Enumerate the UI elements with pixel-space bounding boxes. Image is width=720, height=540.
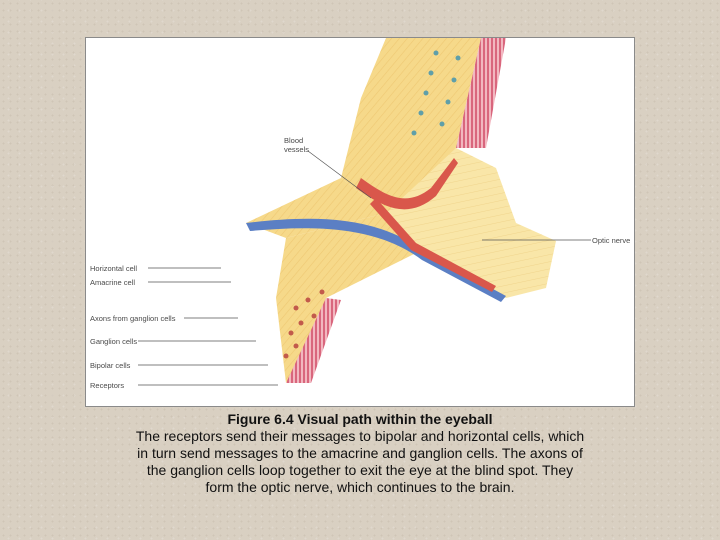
vessel-blue — [246, 218, 506, 302]
label-receptors: Receptors — [90, 381, 124, 390]
caption-title: Figure 6.4 Visual path within the eyebal… — [227, 411, 493, 427]
figure-caption: Figure 6.4 Visual path within the eyebal… — [80, 411, 640, 496]
label-optic-nerve: Optic nerve — [592, 236, 630, 245]
receptor-band-lower — [286, 298, 341, 383]
label-blood-vessels-line2: vessels — [284, 145, 309, 154]
cell-layer-upper — [411, 50, 461, 136]
label-axons-from-ganglion-cells: Axons from ganglion cells — [90, 314, 176, 323]
label-horizontal-cell: Horizontal cell — [90, 264, 137, 273]
label-ganglion-cells: Ganglion cells — [90, 337, 137, 346]
cell-layer-lower — [283, 289, 325, 359]
optic-nerve-shape — [386, 148, 556, 298]
label-bipolar-cells: Bipolar cells — [90, 361, 131, 370]
caption-line: the ganglion cells loop together to exit… — [146, 462, 574, 478]
label-amacrine-cell: Amacrine cell — [90, 278, 135, 287]
label-blood-vessels-line1: Blood — [284, 136, 303, 145]
receptor-band-upper — [456, 38, 506, 148]
figure-panel: Blood vessels Optic nerve Horizontal cel… — [85, 37, 635, 407]
leader-lines — [138, 150, 591, 386]
retina-lower-band — [276, 213, 416, 383]
caption-line: The receptors send their messages to bip… — [135, 428, 585, 444]
retina-diagram: Blood vessels Optic nerve Horizontal cel… — [90, 38, 630, 390]
caption-line: form the optic nerve, which continues to… — [205, 479, 515, 495]
retina-upper-band — [341, 38, 481, 213]
vessel-red-lower — [370, 198, 496, 292]
vessel-red-upper — [356, 158, 458, 210]
caption-body: The receptors send their messages to bip… — [80, 428, 640, 496]
caption-line: in turn send messages to the amacrine an… — [137, 445, 583, 461]
